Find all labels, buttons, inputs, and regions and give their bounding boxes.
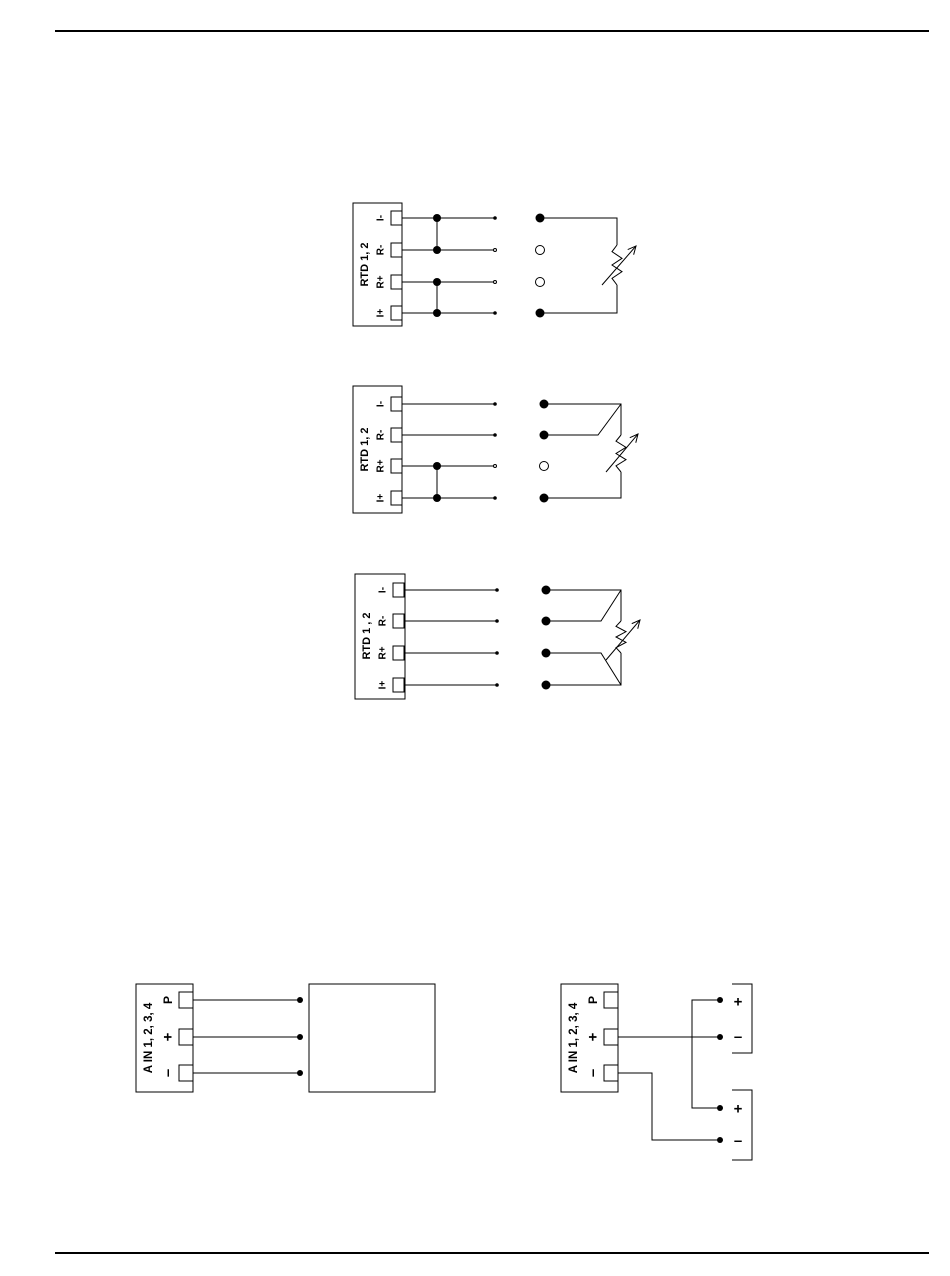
transmitter-box bbox=[309, 984, 435, 1092]
terminal-screw bbox=[393, 678, 404, 692]
wire bbox=[546, 653, 621, 685]
sensor-terminal-open bbox=[536, 278, 545, 287]
terminal-screw bbox=[179, 992, 193, 1008]
wire-end bbox=[717, 1137, 723, 1143]
terminal-label-p: P bbox=[161, 996, 175, 1004]
variable-arrow-shaft bbox=[602, 246, 636, 285]
terminal-screw bbox=[391, 397, 402, 411]
wire bbox=[618, 1073, 720, 1140]
rtd-3wire-diagram: RTD 1, 2 I- R- R+ I+ bbox=[353, 386, 638, 513]
terminal-screw bbox=[604, 1065, 618, 1081]
wire-end bbox=[495, 619, 499, 623]
wire-end-open bbox=[494, 465, 497, 468]
terminal-label-i-plus: I+ bbox=[376, 309, 387, 318]
terminal-screw bbox=[391, 491, 402, 505]
wire-end bbox=[717, 997, 723, 1003]
terminal-screw bbox=[391, 428, 402, 442]
ain-block-label: A IN 1, 2, 3, 4 bbox=[568, 1002, 580, 1073]
wire-end bbox=[493, 496, 497, 500]
terminal-label-minus: – bbox=[160, 1069, 177, 1077]
wire-end bbox=[495, 651, 499, 655]
terminal-screw bbox=[393, 583, 404, 597]
wire bbox=[546, 653, 621, 685]
rtd-resistor-zigzag bbox=[612, 245, 622, 285]
analog-input-diagram-b: A IN 1, 2, 3, 4 P + – + – + – bbox=[561, 984, 752, 1160]
wire-end-open bbox=[494, 249, 497, 252]
wire bbox=[546, 590, 621, 621]
wire-end bbox=[717, 1034, 723, 1040]
terminal-label-r-plus: R+ bbox=[378, 646, 389, 659]
terminal-screw bbox=[391, 243, 402, 257]
ain-block-label: A IN 1, 2, 3, 4 bbox=[143, 1002, 155, 1073]
variable-arrow-shaft bbox=[606, 434, 638, 472]
rtd-block-label: RTD 1, 2 bbox=[359, 242, 371, 286]
variable-arrow-shaft bbox=[606, 620, 640, 660]
terminal-label-i-minus: I- bbox=[376, 401, 387, 407]
wire-end bbox=[493, 402, 497, 406]
terminal-screw bbox=[391, 211, 402, 225]
source-1-plus-label: + bbox=[734, 994, 743, 1011]
rtd-resistor-zigzag bbox=[616, 621, 626, 653]
terminal-screw bbox=[604, 992, 618, 1008]
terminal-label-plus: + bbox=[585, 1032, 602, 1041]
wire-end bbox=[717, 1105, 723, 1111]
wire-end bbox=[495, 683, 499, 687]
wire-end bbox=[493, 216, 497, 220]
junction-dot bbox=[433, 214, 441, 222]
junction-dot bbox=[433, 494, 441, 502]
wire-end-open bbox=[494, 281, 497, 284]
terminal-label-plus: + bbox=[160, 1032, 177, 1041]
terminal-label-minus: – bbox=[585, 1069, 602, 1077]
rtd-2wire-diagram: RTD 1, 2 I- R- R+ I+ bbox=[353, 203, 636, 326]
junction-dot bbox=[433, 278, 441, 286]
wire bbox=[544, 472, 621, 498]
terminal-screw bbox=[391, 306, 402, 320]
terminal-label-i-minus: I- bbox=[376, 215, 387, 221]
terminal-screw bbox=[179, 1029, 193, 1045]
wire-end bbox=[297, 1034, 303, 1040]
sensor-terminal-open bbox=[536, 246, 545, 255]
terminal-label-r-plus: R+ bbox=[376, 459, 387, 472]
wire bbox=[546, 590, 621, 621]
wire-end bbox=[297, 1070, 303, 1076]
junction-dot bbox=[433, 246, 441, 254]
rtd-4wire-diagram: RTD 1 , 2 I- R- R+ I+ bbox=[355, 574, 640, 699]
wire bbox=[540, 285, 617, 313]
terminal-screw bbox=[179, 1065, 193, 1081]
terminal-label-p: P bbox=[586, 996, 600, 1004]
wire-end bbox=[493, 433, 497, 437]
rtd-block-label: RTD 1 , 2 bbox=[361, 612, 373, 659]
wire-end bbox=[297, 997, 303, 1003]
terminal-label-i-plus: I+ bbox=[376, 494, 387, 503]
sensor-terminal-open bbox=[540, 462, 549, 471]
terminal-screw bbox=[393, 614, 404, 628]
junction-dot bbox=[433, 309, 441, 317]
junction-dot bbox=[433, 462, 441, 470]
terminal-screw bbox=[393, 646, 404, 660]
wire-end bbox=[495, 588, 499, 592]
terminal-label-r-plus: R+ bbox=[376, 275, 387, 288]
analog-input-diagram-a: A IN 1, 2, 3, 4 P + – bbox=[136, 984, 435, 1092]
terminal-label-r-minus: R- bbox=[378, 616, 389, 627]
wire-end bbox=[493, 311, 497, 315]
terminal-screw bbox=[391, 459, 402, 473]
terminal-label-r-minus: R- bbox=[376, 430, 387, 441]
wire bbox=[692, 1000, 720, 1108]
source-1-minus-label: – bbox=[734, 1029, 742, 1046]
source-2-minus-label: – bbox=[734, 1133, 742, 1150]
wire bbox=[540, 218, 617, 245]
terminal-screw bbox=[391, 275, 402, 289]
terminal-label-i-minus: I- bbox=[378, 587, 389, 593]
terminal-label-i-plus: I+ bbox=[378, 681, 389, 690]
terminal-label-r-minus: R- bbox=[376, 245, 387, 256]
wire bbox=[544, 404, 621, 435]
rtd-block-label: RTD 1, 2 bbox=[359, 427, 371, 471]
terminal-screw bbox=[604, 1029, 618, 1045]
source-2-plus-label: + bbox=[734, 1101, 743, 1118]
